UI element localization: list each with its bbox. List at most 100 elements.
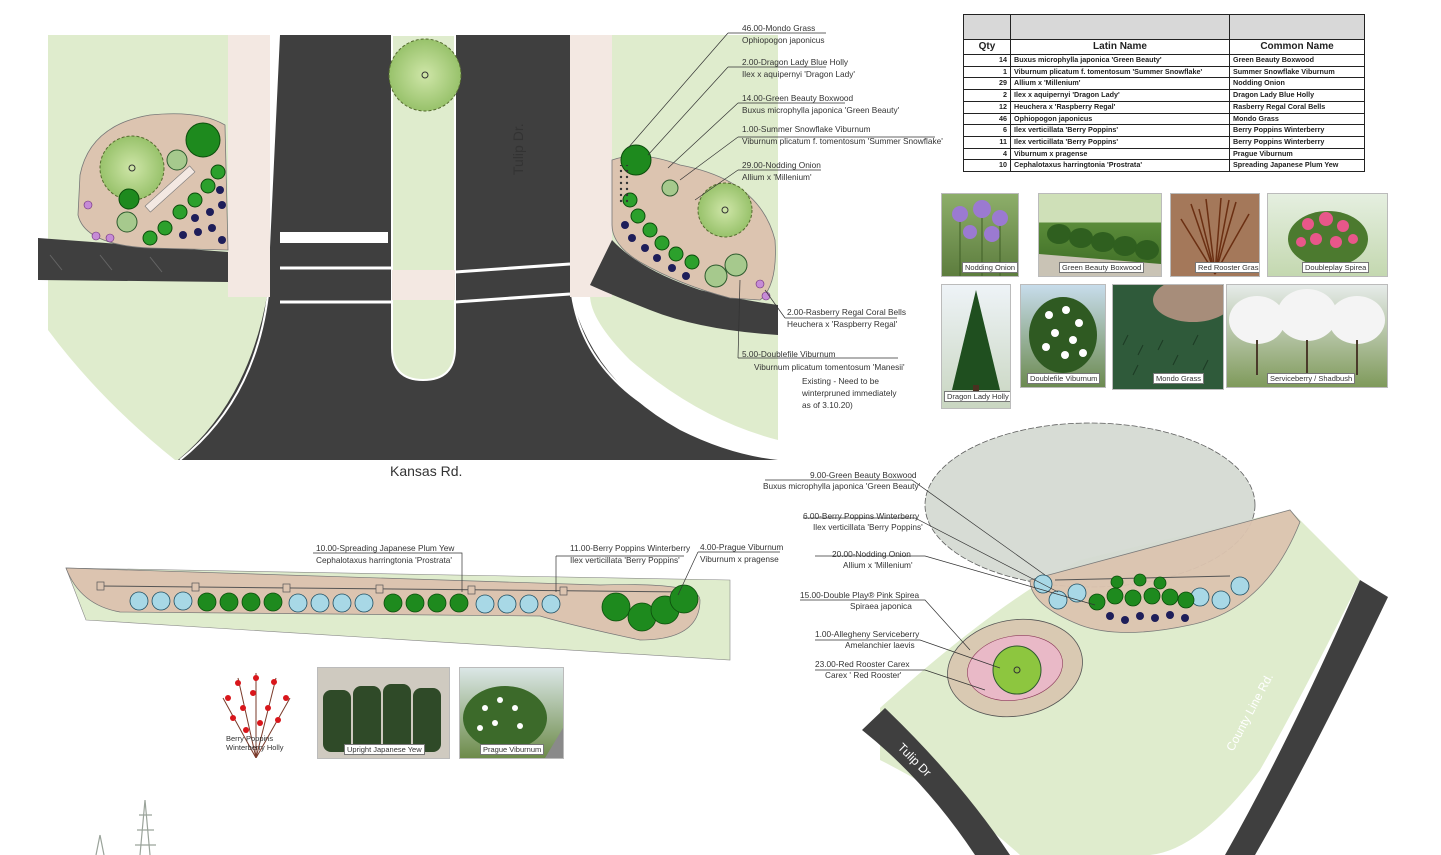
- svg-text:Heuchera x 'Raspberry Regal': Heuchera x 'Raspberry Regal': [787, 319, 898, 329]
- leaders-bottom-left: [313, 551, 780, 596]
- col-common-name: Common Name: [1229, 39, 1365, 55]
- svg-text:2.00-Dragon Lady Blue Holly: 2.00-Dragon Lady Blue Holly: [742, 57, 849, 67]
- sidewalk-left: [228, 35, 270, 297]
- schedule-cell-latin: Buxus microphylla japonica 'Green Beauty…: [1010, 54, 1230, 67]
- photo-green-beauty: Green Beauty Boxwood: [1038, 193, 1162, 277]
- kansas-rd-right: [590, 240, 778, 335]
- svg-text:Spiraea japonica: Spiraea japonica: [850, 601, 912, 611]
- svg-text:Cephalotaxus harringtonia 'Pro: Cephalotaxus harringtonia 'Prostrata': [316, 555, 452, 565]
- schedule-cell-qty: 12: [963, 100, 1011, 114]
- svg-text:10.00-Spreading Japanese Plum: 10.00-Spreading Japanese Plum Yew: [316, 543, 455, 553]
- photo-caption: Doublefile Viburnum: [1027, 373, 1101, 384]
- svg-text:Allium x 'Millenium': Allium x 'Millenium': [843, 560, 913, 570]
- svg-text:Ilex verticillata 'Berry Poppi: Ilex verticillata 'Berry Poppins': [570, 555, 680, 565]
- schedule-cell-common: Dragon Lady Blue Holly: [1229, 89, 1365, 102]
- schedule-cell-latin: Viburnum x pragense: [1010, 147, 1230, 161]
- tulip-dr-lower: [862, 708, 1010, 855]
- schedule-cell-latin: Ilex verticillata 'Berry Poppins': [1010, 135, 1230, 149]
- schedule-cell-qty: 4: [963, 147, 1011, 161]
- photo-caption: Dragon Lady Holly: [944, 391, 1010, 402]
- schedule-cell-common: Berry Poppins Winterberry: [1229, 124, 1365, 137]
- photo-doubleplay: Doubleplay Spirea: [1267, 193, 1388, 277]
- svg-text:2.00-Rasberry Regal Coral Bell: 2.00-Rasberry Regal Coral Bells: [787, 307, 906, 317]
- schedule-cell-latin: Ilex verticillata 'Berry Poppins': [1010, 124, 1230, 137]
- svg-text:Viburnum plicatum f. tomentosu: Viburnum plicatum f. tomentosum 'Summer …: [742, 136, 943, 146]
- svg-text:4.00-Prague Viburnum: 4.00-Prague Viburnum: [700, 542, 783, 552]
- photo-caption: Serviceberry / Shadbush: [1267, 373, 1356, 384]
- svg-text:Ophiopogon japonicus: Ophiopogon japonicus: [742, 35, 825, 45]
- photo-caption: Upright Japanese Yew: [344, 744, 425, 755]
- svg-text:11.00-Berry Poppins Winterberr: 11.00-Berry Poppins Winterberry: [570, 543, 691, 553]
- svg-text:Carex ' Red Rooster': Carex ' Red Rooster': [825, 670, 902, 680]
- schedule-cell-qty: 10: [963, 159, 1011, 173]
- county-line-rd: [1225, 580, 1388, 855]
- photo-red-rooster: Red Rooster Grass: [1170, 193, 1260, 277]
- schedule-cell-common: Nodding Onion: [1229, 77, 1365, 91]
- schedule-cell-qty: 2: [963, 89, 1011, 102]
- photo-doublefile: Doublefile Viburnum: [1020, 284, 1106, 388]
- svg-text:Viburnum plicatum tomentosum ': Viburnum plicatum tomentosum 'Manesii': [754, 362, 905, 372]
- tulip-dr-label: Tulip Dr.: [510, 123, 526, 175]
- svg-text:5.00-Doublefile Viburnum: 5.00-Doublefile Viburnum: [742, 349, 836, 359]
- schedule-cell-common: Summer Snowflake Viburnum: [1229, 65, 1365, 79]
- schedule-cell-qty: 6: [963, 124, 1011, 137]
- col-latin-name: Latin Name: [1010, 39, 1230, 55]
- schedule-cell-common: Green Beauty Boxwood: [1229, 54, 1365, 67]
- labels-bottom-left: 10.00-Spreading Japanese Plum Yew Cephal…: [316, 542, 783, 565]
- schedule-cell-latin: Viburnum plicatum f. tomentosum 'Summer …: [1010, 65, 1230, 79]
- schedule-cell-qty: 14: [963, 54, 1011, 67]
- photo-mondo: Mondo Grass: [1112, 284, 1224, 390]
- svg-text:14.00-Green Beauty Boxwood: 14.00-Green Beauty Boxwood: [742, 93, 854, 103]
- photo-caption: Mondo Grass: [1153, 373, 1205, 384]
- sidewalk-right: [570, 35, 612, 297]
- svg-text:Ilex x aquipernyi 'Dragon Lady: Ilex x aquipernyi 'Dragon Lady': [742, 69, 855, 79]
- median-tree: [388, 38, 462, 112]
- schedule-cell-common: Mondo Grass: [1229, 112, 1365, 126]
- photo-dragon-lady: Dragon Lady Holly: [941, 284, 1011, 409]
- svg-text:Buxus microphylla japonica 'Gr: Buxus microphylla japonica 'Green Beauty…: [742, 105, 900, 115]
- photo-caption: Green Beauty Boxwood: [1059, 262, 1145, 273]
- svg-text:1.00-Summer Snowflake Viburnum: 1.00-Summer Snowflake Viburnum: [742, 124, 871, 134]
- schedule-cell-qty: 29: [963, 77, 1011, 91]
- schedule-cell-qty: 1: [963, 65, 1011, 79]
- schedule-cell-latin: Ophiopogon japonicus: [1010, 112, 1230, 126]
- schedule-cell-common: Berry Poppins Winterberry: [1229, 135, 1365, 149]
- photo-caption: Red Rooster Grass: [1195, 262, 1259, 273]
- svg-text:as of 3.10.20): as of 3.10.20): [802, 400, 853, 410]
- serviceberry: [992, 645, 1042, 695]
- evergreen-sketch: [95, 799, 156, 855]
- svg-text:23.00-Red Rooster Carex: 23.00-Red Rooster Carex: [815, 659, 910, 669]
- photo-caption: Nodding Onion: [962, 262, 1018, 273]
- schedule-cell-latin: Cephalotaxus harringtonia 'Prostrata': [1010, 159, 1230, 173]
- svg-text:winterpruned immediately: winterpruned immediately: [801, 388, 897, 398]
- svg-text:Amelanchier laevis: Amelanchier laevis: [845, 640, 915, 650]
- svg-text:20.00-Nodding Onion: 20.00-Nodding Onion: [832, 549, 911, 559]
- svg-text:46.00-Mondo Grass: 46.00-Mondo Grass: [742, 23, 815, 33]
- corner-plan: Tulip Dr County Line Rd.: [862, 422, 1388, 855]
- photo-caption: Doubleplay Spirea: [1302, 262, 1370, 273]
- schedule-cell-latin: Ilex x aquipernyi 'Dragon Lady': [1010, 89, 1230, 102]
- schedule-cell-common: Rasberry Regal Coral Bells: [1229, 100, 1365, 114]
- photo-serviceberry: Serviceberry / Shadbush: [1226, 284, 1388, 388]
- photo-prague: Prague Viburnum: [459, 667, 564, 759]
- svg-text:29.00-Nodding Onion: 29.00-Nodding Onion: [742, 160, 821, 170]
- schedule-cell-latin: Heuchera x 'Raspberry Regal': [1010, 100, 1230, 114]
- schedule-cell-latin: Allium x 'Millenium': [1010, 77, 1230, 91]
- svg-text:Viburnum x pragense: Viburnum x pragense: [700, 554, 779, 564]
- tulip-dr-road: [178, 35, 778, 460]
- svg-text:15.00-Double Play® Pink Spirea: 15.00-Double Play® Pink Spirea: [800, 590, 919, 600]
- photo-nodding-onion: Nodding Onion: [941, 193, 1019, 277]
- svg-text:1.00-Allegheny Serviceberry: 1.00-Allegheny Serviceberry: [815, 629, 920, 639]
- photo-upright-yew: Upright Japanese Yew: [317, 667, 450, 759]
